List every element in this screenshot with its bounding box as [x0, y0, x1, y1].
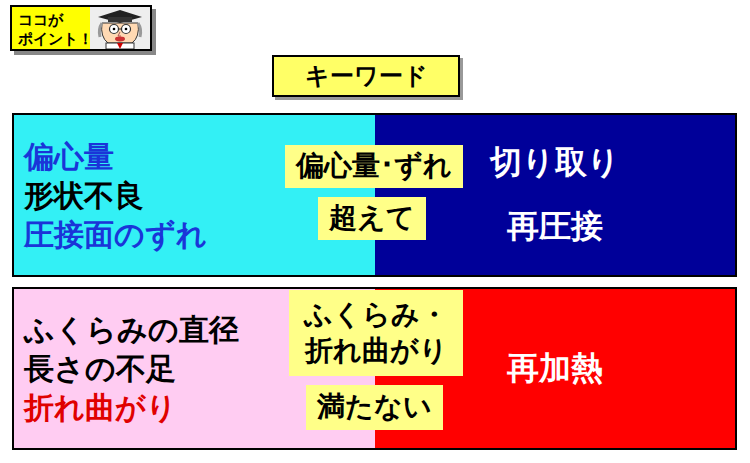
box-text: ふくらみの直径 [24, 310, 239, 349]
keyword-text: 満たない [317, 389, 432, 425]
box-text: 切り取り [490, 142, 620, 184]
point-badge: ココが ポイント！ [10, 5, 152, 51]
keyword-label: 偏心量･ずれ [285, 145, 463, 188]
box-text: 形状不良 [24, 176, 144, 215]
box-text: 再圧接 [507, 206, 603, 248]
box-text: 圧接面のずれ [24, 215, 207, 254]
defect-box: 偏心量形状不良圧接面のずれ [12, 113, 375, 277]
keyword-box: キーワード [272, 55, 460, 97]
keyword-text: ふくらみ・ 折れ曲がり [300, 297, 451, 370]
box-text: 再加熱 [507, 348, 603, 390]
remedy-box: 切り取り再圧接 [375, 113, 737, 277]
box-text: キーワード [305, 61, 428, 91]
keyword-label: 超えて [318, 197, 426, 240]
box-text: 折れ曲がり [24, 388, 177, 427]
keyword-label: ふくらみ・ 折れ曲がり [289, 290, 463, 376]
keyword-label: 満たない [306, 385, 443, 430]
box-text: 偏心量 [24, 137, 114, 176]
professor-illustration [90, 7, 150, 49]
keyword-text: 偏心量･ずれ [296, 148, 452, 184]
badge-text: ココが ポイント！ [18, 11, 102, 49]
keyword-text: 超えて [329, 200, 415, 236]
box-text: 長さの不足 [24, 349, 176, 388]
